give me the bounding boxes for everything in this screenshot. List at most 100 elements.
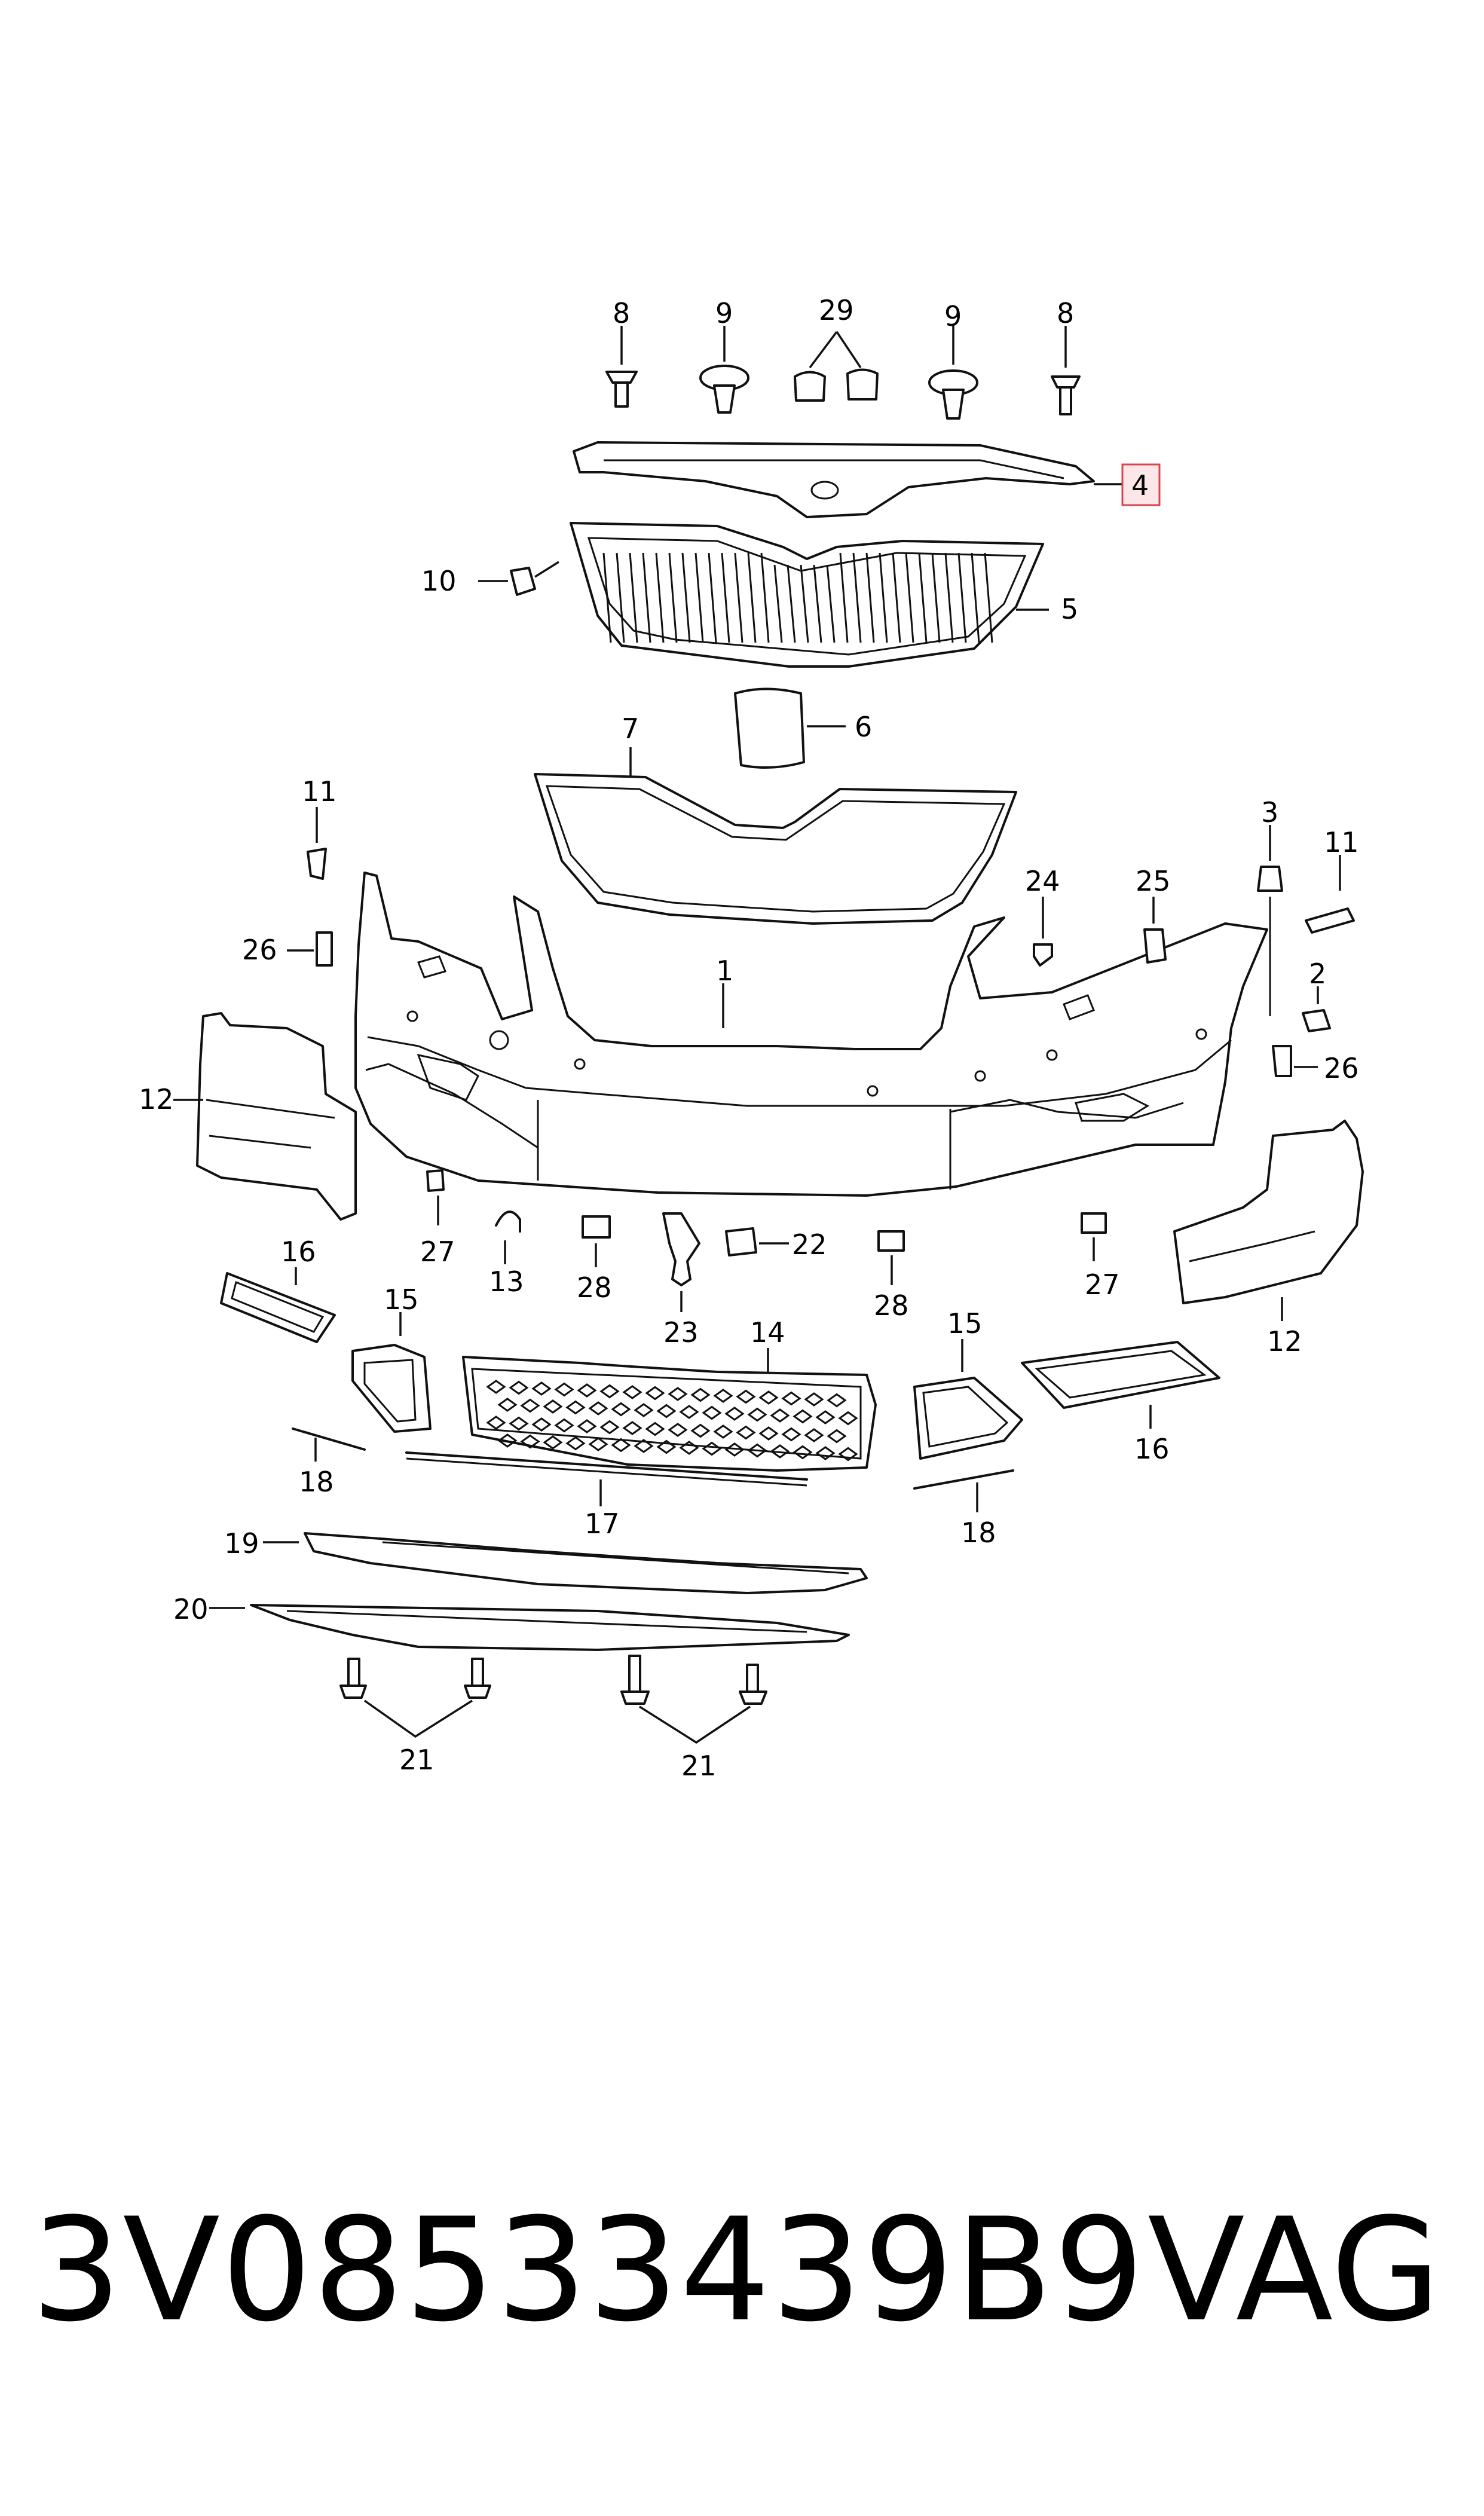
clip-part-26-right: [1272, 1045, 1318, 1077]
grille-cell: [758, 1390, 779, 1405]
grille-cell: [554, 1418, 574, 1433]
callout-25: 25: [1136, 865, 1171, 897]
grille-bar: [747, 552, 757, 643]
grille-cell: [565, 1400, 586, 1415]
callout-11-left: 11: [302, 775, 337, 808]
callout-4-highlight: [1121, 463, 1161, 506]
screw-part-8-right: [1051, 326, 1081, 415]
callout-12-left: 12: [139, 1083, 174, 1115]
plate-part-28-left: [582, 1215, 611, 1267]
grille-cell: [827, 1429, 847, 1444]
callout-28-left: 28: [577, 1271, 612, 1304]
grille-bar: [879, 552, 888, 643]
grille-cell: [531, 1381, 552, 1396]
grille-cell: [645, 1386, 665, 1401]
callout-20: 20: [173, 1593, 209, 1625]
grille-cell: [781, 1391, 801, 1406]
callout-26-left: 26: [242, 934, 277, 966]
callout-19: 19: [224, 1527, 259, 1560]
callout-21-right: 21: [681, 1750, 717, 1782]
callout-11-right: 11: [1324, 826, 1359, 858]
grille-bar: [839, 552, 849, 643]
screw-part-2: [1302, 986, 1331, 1032]
grille-bar: [773, 564, 783, 643]
callout-22: 22: [792, 1228, 827, 1261]
fog-grille-part-15-left: [351, 1312, 432, 1433]
grille-bar: [865, 552, 875, 643]
clip-part-9-left: [699, 326, 749, 414]
grille-cell: [804, 1428, 824, 1442]
grille-cell: [679, 1405, 699, 1419]
grille-bar: [813, 564, 822, 643]
grille-bar: [971, 552, 980, 643]
callout-27-left: 27: [420, 1236, 455, 1268]
grille-cell: [611, 1438, 631, 1453]
grille-bar: [642, 552, 651, 643]
grille-bar: [826, 564, 836, 643]
grille-cell: [599, 1384, 620, 1399]
clip-part-3: [1257, 825, 1283, 1016]
footer: 3V08533439B9 VAG: [0, 2188, 1484, 2367]
callout-15-left: 15: [384, 1283, 419, 1316]
grille-bar: [800, 564, 809, 643]
grille-cell: [520, 1398, 540, 1413]
grille-bar: [892, 552, 901, 643]
grille-cell: [668, 1387, 688, 1401]
grille-cell: [724, 1442, 745, 1457]
callout-10: 10: [421, 565, 457, 597]
grille-cell: [543, 1435, 563, 1450]
callout-8-left: 8: [613, 297, 630, 329]
callout-27-right: 27: [1085, 1268, 1120, 1301]
grille-cell: [838, 1447, 858, 1462]
callout-14: 14: [750, 1316, 785, 1349]
part-number: 3V08533439B9: [31, 2188, 1146, 2353]
lower-grille-part-14: [462, 1348, 877, 1472]
grille-cell: [634, 1403, 654, 1417]
callout-15-right: 15: [947, 1307, 983, 1340]
callout-24: 24: [1025, 865, 1060, 897]
callout-23: 23: [663, 1316, 699, 1349]
grille-bar: [734, 552, 743, 643]
grille-bar: [694, 552, 704, 643]
grille-cell: [758, 1426, 779, 1441]
callout-18-right: 18: [961, 1517, 996, 1549]
trim-frame-part-16-right: [1021, 1341, 1220, 1429]
grille-cell: [724, 1407, 745, 1421]
grille-cell: [690, 1423, 711, 1438]
grille-bar: [708, 552, 717, 643]
grille-cell: [770, 1444, 790, 1459]
bumper-cover-part-1: [354, 872, 1268, 1197]
grille-cell: [815, 1446, 836, 1460]
grille-cell: [793, 1445, 813, 1460]
callout-16-left: 16: [281, 1236, 316, 1268]
trim-part-11-left: [307, 807, 327, 880]
plate-part-28-right: [877, 1230, 905, 1285]
trim-strip-part-18-left: [292, 1427, 366, 1462]
grille-cell: [611, 1402, 631, 1417]
cap-part-13: [495, 1210, 521, 1264]
grille-cell: [577, 1383, 597, 1398]
grille-cell: [577, 1419, 597, 1433]
screws-part-21-left: [339, 1658, 491, 1738]
grille-cell: [622, 1385, 642, 1399]
grille-surround-part-7: [534, 747, 1017, 925]
grille-cell: [486, 1416, 506, 1430]
grille-cell: [588, 1401, 608, 1416]
nut-part-27-right: [1081, 1212, 1107, 1261]
grille-cell: [736, 1425, 756, 1440]
screws-part-21-right: [620, 1655, 767, 1744]
callout-9-right: 9: [944, 300, 962, 332]
callout-2: 2: [1309, 958, 1326, 990]
grille-cell: [747, 1407, 767, 1422]
grille-cell: [702, 1405, 722, 1420]
grille-cell: [713, 1389, 733, 1403]
grille-cell: [668, 1423, 688, 1437]
grille-bar: [905, 552, 914, 643]
grille-bar: [931, 552, 941, 643]
sensor-bracket-part-23: [662, 1212, 700, 1312]
grille-cell: [509, 1416, 529, 1431]
grille-cell: [702, 1441, 722, 1456]
grille-bar: [852, 552, 862, 643]
screw-part-8-left: [605, 326, 638, 408]
